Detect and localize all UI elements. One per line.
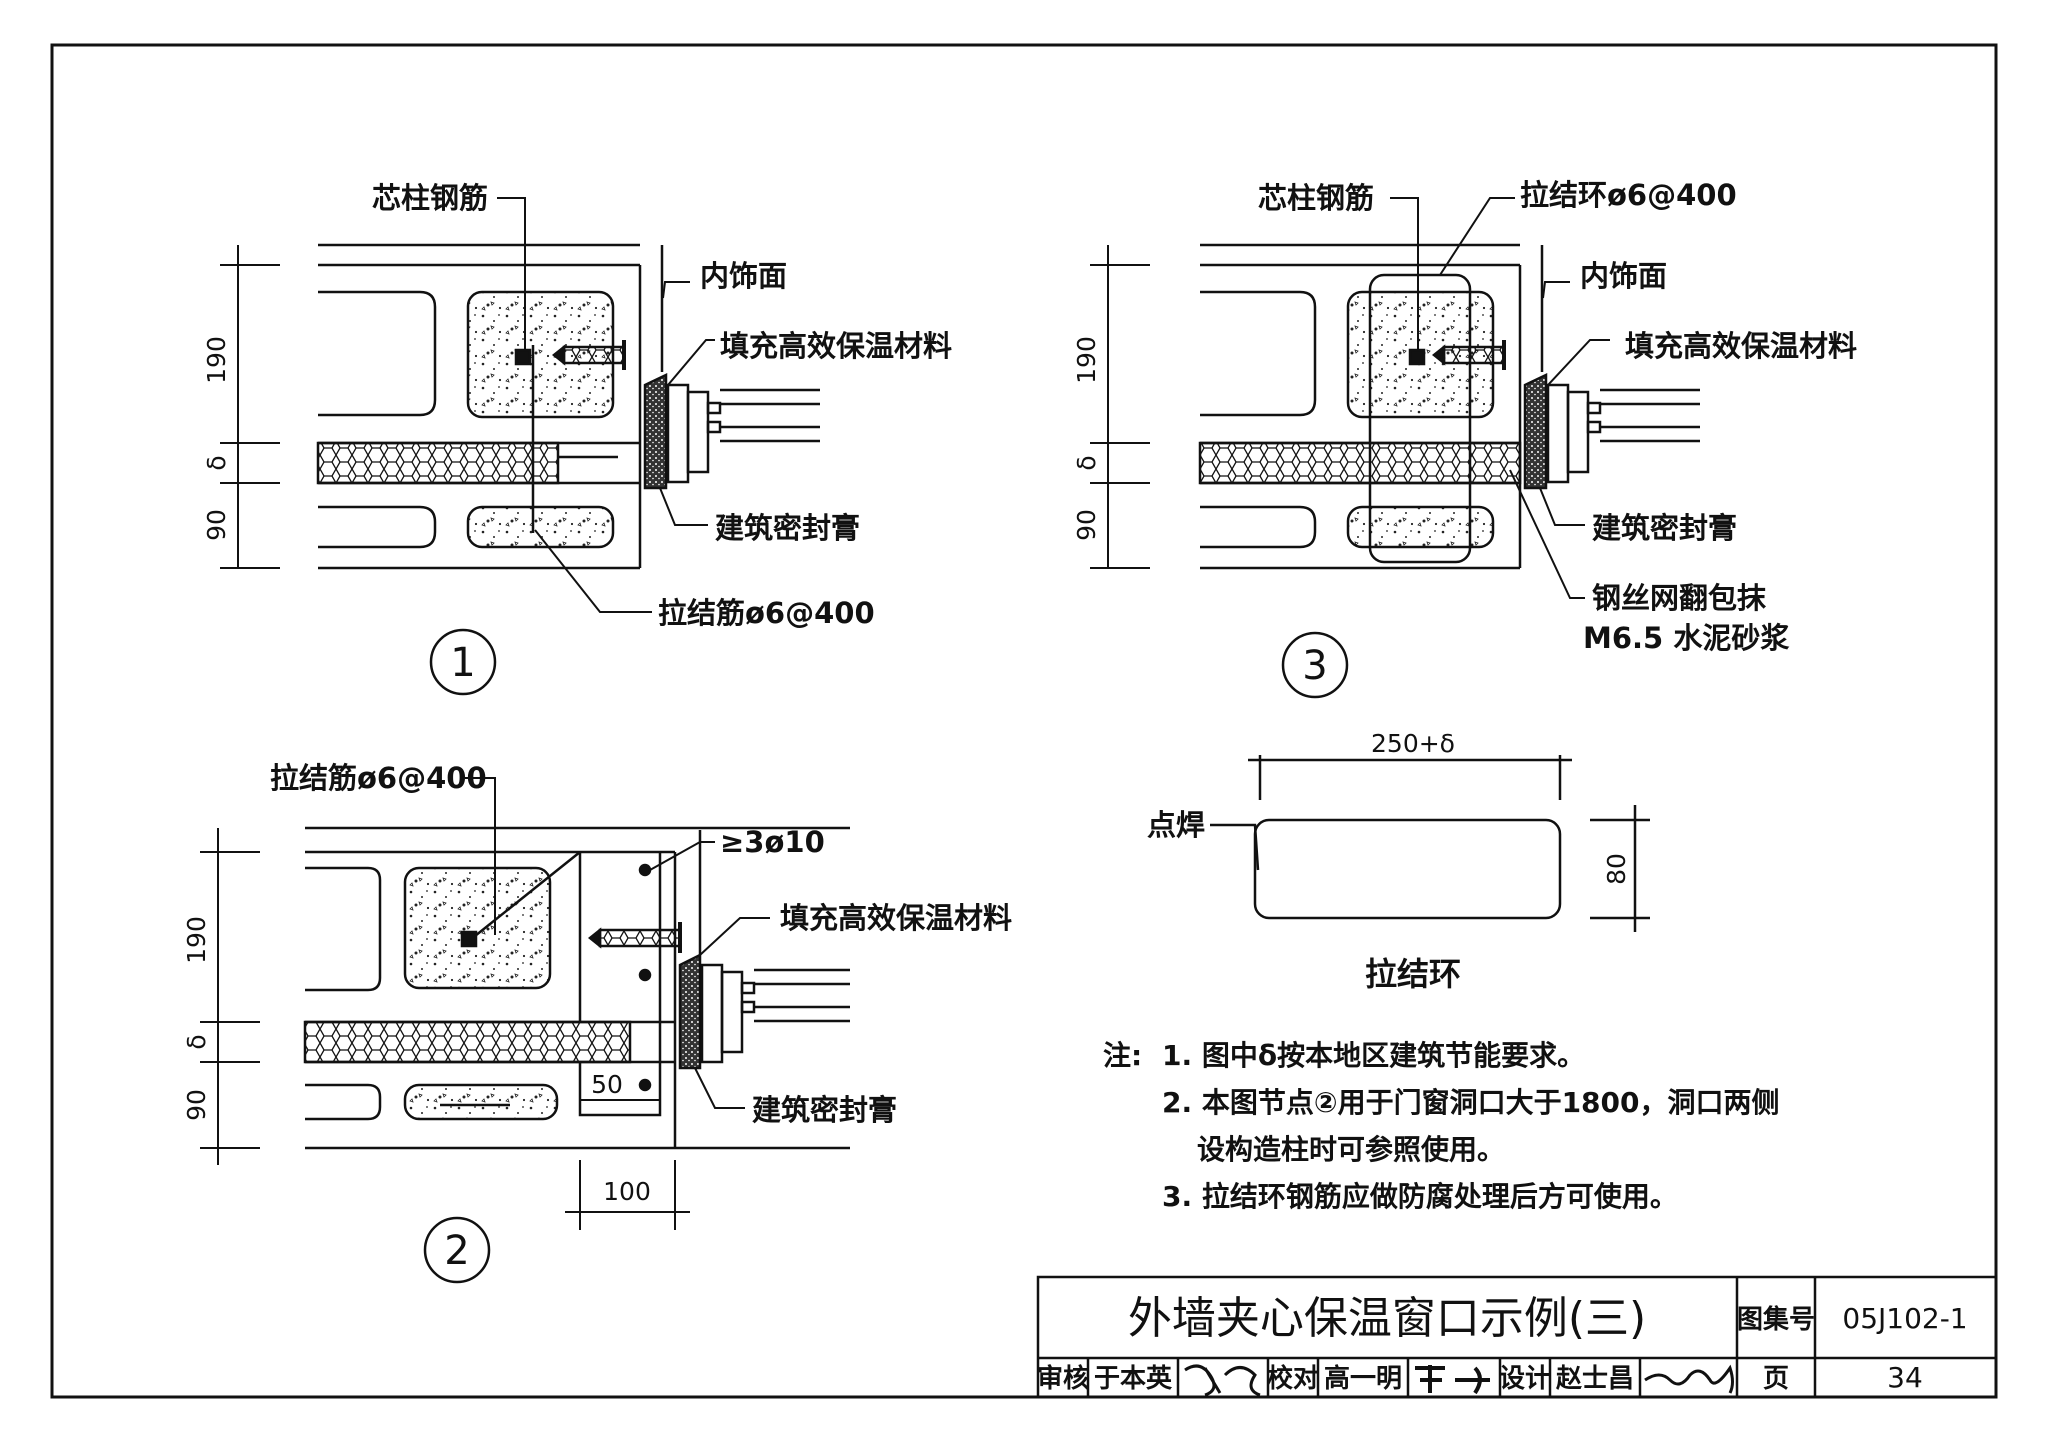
dim-90-2: 90 <box>182 1089 211 1121</box>
dim-delta-3: δ <box>1072 455 1101 470</box>
label-core-rebar-3: 芯柱钢筋 <box>1258 181 1374 215</box>
atlas-number: 05J102-1 <box>1842 1302 1967 1335</box>
dimension-line-2 <box>200 828 690 1230</box>
leaders-1 <box>497 197 715 613</box>
label-sealant-1: 建筑密封膏 <box>715 511 860 545</box>
detail-marker-2 <box>423 1216 491 1284</box>
dim-250-delta: 250+δ <box>1371 729 1455 758</box>
dim-100: 100 <box>603 1177 651 1206</box>
dim-90-1: 90 <box>202 509 231 541</box>
dim-delta-2: δ <box>182 1034 211 1049</box>
detail-3 <box>1198 243 1700 570</box>
dim-delta-1: δ <box>202 455 231 470</box>
drawing-title: 外墙夹心保温窗口示例(三) <box>1128 1293 1646 1344</box>
dimension-line-3 <box>1090 245 1150 569</box>
label-tie-ring: 拉结环 <box>1365 955 1461 993</box>
dim-50: 50 <box>591 1070 623 1099</box>
note-1: 1. 图中δ按本地区建筑节能要求。 <box>1162 1039 1585 1072</box>
insulation-layer-2 <box>303 1020 632 1064</box>
designer-signature <box>1644 1364 1734 1394</box>
label-sealant-2: 建筑密封膏 <box>752 1093 897 1127</box>
label-rebar-3d10: ≥3ø10 <box>720 825 825 859</box>
note-2b: 设构造柱时可参照使用。 <box>1197 1133 1505 1166</box>
design-label: 设计 <box>1499 1364 1551 1394</box>
leaders-2 <box>465 777 770 1109</box>
tie-ring-3 <box>1368 273 1472 564</box>
dim-190-1: 190 <box>202 336 231 384</box>
notes-prefix: 注: <box>1103 1039 1142 1072</box>
leaders-3 <box>1390 197 1610 599</box>
label-tie-bar-2: 拉结筋ø6@400 <box>270 761 487 795</box>
core-column-2 <box>403 866 552 990</box>
label-fill-insulation-1: 填充高效保温材料 <box>720 329 952 363</box>
label-inner-finish-3: 内饰面 <box>1580 259 1667 293</box>
page-label: 页 <box>1763 1364 1789 1394</box>
reviewer-name: 于本英 <box>1094 1364 1173 1394</box>
dim-190-3: 190 <box>1072 336 1101 384</box>
insulation-layer-1 <box>316 441 560 485</box>
designer-name: 赵士昌 <box>1555 1364 1634 1394</box>
detail-number-2: 2 <box>444 1228 469 1274</box>
detail-marker-1 <box>429 628 497 696</box>
label-mesh-wrap-2: M6.5 水泥砂浆 <box>1583 621 1790 655</box>
label-spot-weld: 点焊 <box>1147 808 1205 842</box>
dim-80: 80 <box>1602 853 1631 885</box>
label-fill-insulation-2: 填充高效保温材料 <box>780 901 1012 935</box>
detail-1 <box>316 243 820 570</box>
label-fill-insulation-3: 填充高效保温材料 <box>1625 329 1857 363</box>
check-label: 校对 <box>1267 1363 1319 1394</box>
label-core-rebar-1: 芯柱钢筋 <box>372 181 488 215</box>
reviewer-signature <box>1184 1364 1261 1397</box>
label-inner-finish-1: 内饰面 <box>700 259 787 293</box>
dim-190-2: 190 <box>182 916 211 964</box>
title-block <box>1036 1275 1998 1399</box>
insulation-layer-3 <box>1198 441 1522 485</box>
note-3: 3. 拉结环钢筋应做防腐处理后方可使用。 <box>1162 1180 1678 1213</box>
label-mesh-wrap-1: 钢丝网翻包抹 <box>1592 581 1767 615</box>
label-tie-ring-spec: 拉结环ø6@400 <box>1520 178 1737 212</box>
dimension-line-1 <box>220 245 280 569</box>
checker-name: 高一明 <box>1324 1363 1402 1394</box>
detail-marker-3 <box>1281 631 1349 699</box>
note-2a: 2. 本图节点②用于门窗洞口大于1800，洞口两侧 <box>1162 1086 1780 1119</box>
checker-signature <box>1415 1365 1490 1395</box>
dim-90-3: 90 <box>1072 509 1101 541</box>
label-tie-bar-1: 拉结筋ø6@400 <box>658 596 875 630</box>
review-label: 审核 <box>1037 1363 1089 1394</box>
detail-2 <box>303 826 850 1150</box>
tie-ring-detail <box>1210 755 1650 932</box>
sheet-border <box>50 43 1998 1399</box>
page-number: 34 <box>1887 1361 1923 1394</box>
detail-number-3: 3 <box>1302 643 1327 689</box>
atlas-label: 图集号 <box>1737 1304 1815 1335</box>
detail-number-1: 1 <box>450 640 475 686</box>
label-sealant-3: 建筑密封膏 <box>1592 511 1737 545</box>
